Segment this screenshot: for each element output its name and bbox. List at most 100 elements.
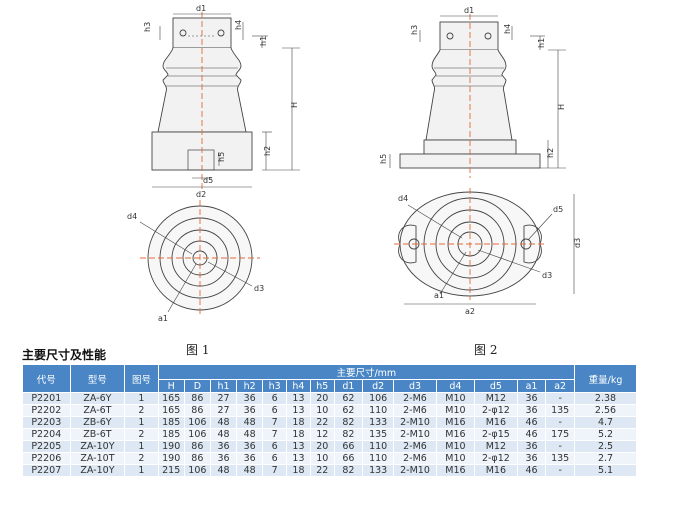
table-cell: 62 (333, 392, 364, 405)
table-cell: ZA-10Y (69, 440, 126, 453)
table-cell: 82 (333, 464, 364, 477)
table-cell: M10 (435, 440, 475, 453)
table-cell: ZB-6T (69, 428, 126, 441)
table-cell: 2-M10 (393, 416, 437, 429)
col-header-dim: D (183, 379, 211, 393)
dim-label: h2 (546, 148, 555, 158)
table-cell: - (545, 416, 576, 429)
table-cell: 2-M10 (393, 428, 437, 441)
table-cell: 110 (362, 452, 395, 465)
dim-label: h5 (217, 152, 226, 162)
table-cell: 36 (516, 392, 547, 405)
table-cell: 6 (262, 440, 288, 453)
table-cell: 36 (516, 452, 547, 465)
table-cell: 46 (516, 464, 547, 477)
dim-label: h1 (537, 38, 546, 48)
table-cell: 18 (286, 416, 311, 429)
table-cell: M16 (435, 428, 475, 441)
table-cell: 190 (157, 440, 185, 453)
col-header-dim: d2 (362, 379, 395, 393)
table-cell: 18 (286, 464, 311, 477)
table-cell: P2203 (22, 416, 71, 429)
dim-label: H (557, 104, 566, 110)
table-cell: 48 (209, 428, 238, 441)
table-cell: 165 (157, 404, 185, 417)
table-cell: 48 (236, 464, 264, 477)
table-cell: P2201 (22, 392, 71, 405)
figure-2-dim-labels: d1 h3 h4 h1 H h2 h5 (379, 6, 566, 164)
table-cell: 86 (183, 452, 211, 465)
table-cell: 18 (286, 428, 311, 441)
table-cell: 66 (333, 440, 364, 453)
table-cell: 46 (516, 416, 547, 429)
table-cell: 10 (309, 404, 335, 417)
table-cell: 2-M6 (393, 452, 437, 465)
col-header-dim: a2 (545, 379, 576, 393)
table-cell: 2-M10 (393, 464, 437, 477)
table-cell: 36 (236, 440, 264, 453)
table-cell: P2204 (22, 428, 71, 441)
table-cell: 133 (362, 416, 395, 429)
table-cell: 215 (157, 464, 185, 477)
table-cell: 7 (262, 416, 288, 429)
figure-2-top-labels: d4 d5 d3 d3 a1 a2 (398, 194, 582, 316)
col-header-figure: 图号 (124, 364, 159, 393)
table-cell: 66 (333, 452, 364, 465)
table-cell: P2207 (22, 464, 71, 477)
figure-2-top-view (394, 188, 575, 305)
table-cell: 36 (236, 392, 264, 405)
table-cell: 62 (333, 404, 364, 417)
table-cell: 2-φ12 (473, 404, 518, 417)
technical-drawing: d1 h3 h4 h1 H h2 h5 d5 d2 d4 d3 a1 (127, 4, 582, 323)
col-header-dimensions-group: 主要尺寸/mm (157, 364, 576, 380)
table-cell: - (545, 440, 576, 453)
table-cell: 2 (124, 404, 159, 417)
table-cell: P2205 (22, 440, 71, 453)
table-cell: ZA-10Y (69, 464, 126, 477)
table-cell: 36 (516, 404, 547, 417)
table-cell: 5.2 (574, 428, 637, 441)
table-cell: 2.5 (574, 440, 637, 453)
figure-1-side-view (151, 12, 300, 190)
dim-label: h3 (143, 22, 152, 32)
table-cell: 2.7 (574, 452, 637, 465)
figure-1-top-view (139, 200, 260, 316)
table-cell: 36 (236, 404, 264, 417)
table-cell: 36 (209, 452, 238, 465)
table-cell: 27 (209, 404, 238, 417)
col-header-dim: a1 (516, 379, 547, 393)
dim-label: h4 (503, 24, 512, 34)
table-cell: 190 (157, 452, 185, 465)
col-header-dim: H (157, 379, 185, 393)
table-cell: - (545, 464, 576, 477)
table-cell: 185 (157, 416, 185, 429)
table-cell: 106 (362, 392, 395, 405)
table-cell: 106 (183, 464, 211, 477)
col-header-dim: d3 (393, 379, 437, 393)
table-cell: 2-M6 (393, 392, 437, 405)
table-cell: 6 (262, 452, 288, 465)
table-cell: 1 (124, 440, 159, 453)
dim-label: d2 (196, 190, 206, 199)
table-cell: 13 (286, 440, 311, 453)
table-cell: 7 (262, 464, 288, 477)
table-cell: 22 (309, 464, 335, 477)
table-cell: 10 (309, 452, 335, 465)
dim-label: d4 (398, 194, 408, 203)
table-cell: 106 (183, 428, 211, 441)
col-header-dim: d5 (473, 379, 518, 393)
col-header-dim: d4 (435, 379, 475, 393)
table-cell: 2 (124, 452, 159, 465)
dim-label: a1 (434, 291, 444, 300)
table-cell: M10 (435, 392, 475, 405)
table-cell: 2-φ15 (473, 428, 518, 441)
table-cell: 2-φ12 (473, 452, 518, 465)
table-cell: M16 (435, 464, 475, 477)
table-cell: 27 (209, 392, 238, 405)
table-cell: 86 (183, 440, 211, 453)
table-cell: P2206 (22, 452, 71, 465)
